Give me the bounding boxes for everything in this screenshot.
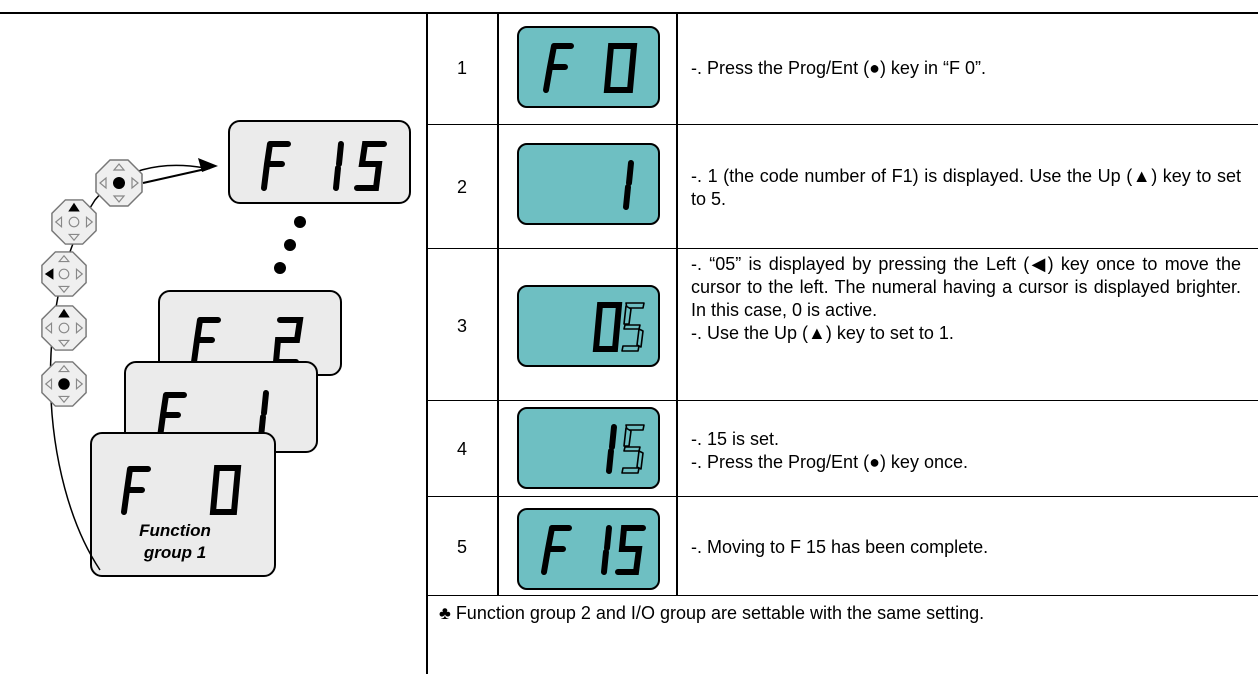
- step-text: -. Press the Prog/Ent (●) key once.: [691, 452, 968, 472]
- step-text: -. “05” is displayed by pressing the Lef…: [691, 254, 1241, 320]
- step-description: -. 15 is set. -. Press the Prog/Ent (●) …: [691, 428, 1241, 474]
- row-rule: [427, 496, 1258, 497]
- divider-lcd: [676, 12, 678, 595]
- up-key-icon: [40, 304, 88, 352]
- row-rule: [427, 400, 1258, 401]
- step-text: -. Press the Prog/Ent (●) key in “F 0”.: [691, 58, 986, 78]
- row-rule: [427, 248, 1258, 249]
- display-panel-f15: [228, 120, 411, 204]
- lcd-display: [517, 26, 660, 108]
- row-rule: [427, 595, 1258, 596]
- left-key-icon: [40, 250, 88, 298]
- display-panel-f0: [90, 432, 276, 577]
- step-text: -. 1 (the code number of F1) is displaye…: [691, 166, 1241, 209]
- row-rule: [427, 124, 1258, 125]
- lcd-display: [517, 508, 660, 590]
- step-number: 1: [456, 58, 467, 78]
- step-description: -. “05” is displayed by pressing the Lef…: [691, 253, 1241, 345]
- ellipsis-dots: [270, 210, 310, 280]
- step-number: 5: [456, 537, 467, 557]
- step-number: 2: [456, 177, 467, 197]
- step-description: -. Press the Prog/Ent (●) key in “F 0”.: [691, 57, 1241, 80]
- prog-ent-key-icon: [94, 158, 144, 208]
- divider-num: [497, 12, 499, 595]
- prog-ent-key-icon: [40, 360, 88, 408]
- step-description: -. Moving to F 15 has been complete.: [691, 536, 1241, 559]
- step-number: 3: [456, 316, 467, 336]
- top-rule: [0, 12, 1258, 14]
- step-number: 4: [456, 439, 467, 459]
- divider-left: [426, 12, 428, 674]
- step-description: -. 1 (the code number of F1) is displaye…: [691, 165, 1241, 211]
- lcd-display: [517, 407, 660, 489]
- step-text: -. Moving to F 15 has been complete.: [691, 537, 989, 557]
- diagram-caption: Function group 1: [139, 521, 211, 562]
- step-text: -. Use the Up (▲) key to set to 1.: [691, 323, 954, 343]
- lcd-display: [517, 143, 660, 225]
- up-key-icon: [50, 198, 98, 246]
- step-text: -. 15 is set.: [691, 429, 780, 449]
- note: ♣ Function group 2 and I/O group are set…: [439, 603, 985, 623]
- lcd-display: [517, 285, 660, 367]
